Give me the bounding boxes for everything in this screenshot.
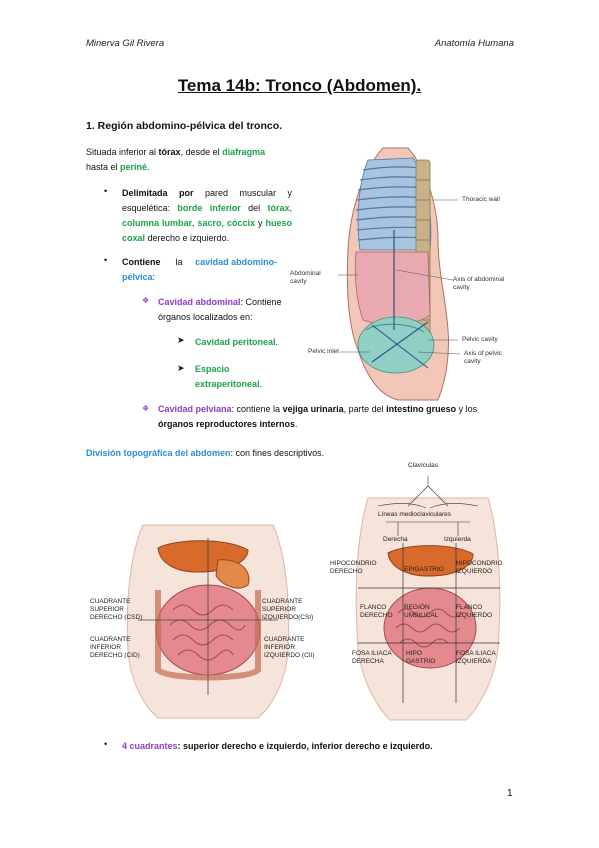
- diamond-bullet-icon: ❖: [142, 296, 150, 305]
- sub-cavidad-abdominal: Cavidad abdominal: Contiene órganos loca…: [158, 297, 282, 322]
- bullet-dot: •: [104, 739, 108, 749]
- sub-cavidad-peritoneal: Cavidad peritoneal.: [195, 337, 279, 347]
- bullet-delimitada: Delimitada por pared muscular y esquelét…: [122, 188, 293, 243]
- section-heading: 1. Región abdomino-pélvica del tronco.: [86, 120, 283, 132]
- sub-espacio-extraperitoneal: Espacio extraperitoneal.: [195, 364, 263, 389]
- header-author: Minerva Gil Rivera: [86, 38, 165, 49]
- label-pelvic-cavity: Pelvic cavity: [462, 336, 498, 343]
- header-subject: Anatomía Humana: [434, 38, 514, 49]
- sub-cavidad-pelviana: Cavidad pelviana: contiene la vejiga uri…: [158, 404, 478, 429]
- figure-nine-regions: Clavículas Líneas medioclaviculares Dere…: [328, 458, 528, 722]
- arrow-bullet-icon: ➤: [177, 363, 185, 373]
- label-lineas-medioclaviculares: Líneas medioclaviculares: [378, 511, 451, 518]
- bullet-cuadrantes: 4 cuadrantes: superior derecho e izquier…: [122, 741, 433, 751]
- diamond-bullet-icon: ❖: [142, 404, 150, 413]
- label-thoracic-wall: Thoracic wall: [462, 196, 500, 203]
- abdomen-quadrants-illustration: [126, 524, 290, 719]
- division-heading: División topográfica del abdomen: con fi…: [86, 448, 325, 458]
- abdomen-regions-illustration: [355, 476, 501, 721]
- arrow-bullet-icon: ➤: [177, 335, 185, 345]
- page-title: Tema 14b: Tronco (Abdomen).: [177, 76, 422, 95]
- bullet-dot: •: [104, 186, 108, 196]
- trunk-sagittal-illustration: [338, 147, 461, 401]
- intro-paragraph: Situada inferior al tórax, desde el diaf…: [86, 147, 266, 172]
- label-derecha: Derecha: [383, 536, 408, 543]
- page-number: 1: [507, 788, 513, 799]
- label-epigastrio: EPIGASTRIO: [404, 566, 444, 573]
- bullet-contiene: Contiene la cavidad abdomino- pélvica:: [122, 257, 278, 282]
- label-claviculas: Clavículas: [408, 462, 438, 469]
- label-pelvic-inlet: Pelvic inlet: [308, 348, 340, 355]
- bullet-dot: •: [104, 255, 108, 265]
- label-izquierda: Izquierda: [444, 536, 471, 543]
